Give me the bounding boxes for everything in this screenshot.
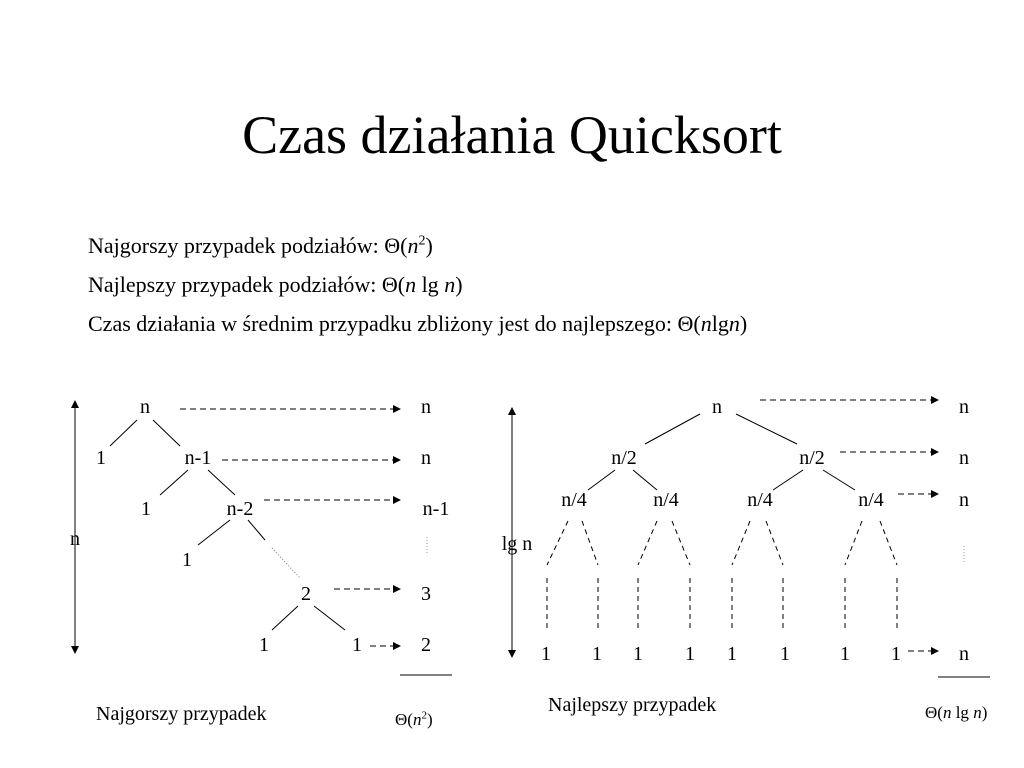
level-cost: n xyxy=(959,489,969,511)
total-suffix: ) xyxy=(981,703,988,722)
level-cost: n xyxy=(959,447,969,469)
tree-node: n-2 xyxy=(226,498,254,520)
slide-title: Czas działania Quicksort xyxy=(242,105,782,165)
tree-leaf: 1 xyxy=(727,643,737,665)
total-arg: n xyxy=(942,703,952,722)
level-cost: n xyxy=(421,396,431,418)
bullet-best-case: Najlepszy przypadek podziałów: Θ(n lg n) xyxy=(88,265,747,304)
tree-node: n/4 xyxy=(561,489,587,511)
total-lg: lg xyxy=(951,703,974,722)
tree-edge xyxy=(152,419,181,447)
tree-node: 1 xyxy=(352,634,362,656)
best-case-total: Θ(n lg n) xyxy=(925,702,987,724)
tree-node: n/2 xyxy=(799,447,825,469)
tree-node: n xyxy=(712,396,722,418)
tree-edge xyxy=(772,469,804,491)
dashed-edge xyxy=(844,520,863,566)
dashed-edge xyxy=(581,520,599,566)
total-prefix: Θ( xyxy=(925,703,943,722)
tree-edge xyxy=(109,419,138,447)
worst-case-total: Θ(n2) xyxy=(395,709,433,731)
tree-leaf: 1 xyxy=(780,643,790,665)
level-cost: 2 xyxy=(421,634,431,656)
tree-leaf: 1 xyxy=(891,643,901,665)
tree-edge xyxy=(197,519,231,546)
tree-node: 2 xyxy=(301,583,311,605)
level-cost: n-1 xyxy=(422,498,450,520)
tree-node: n/4 xyxy=(858,489,884,511)
worst-case-caption: Najgorszy przypadek xyxy=(96,703,267,725)
tree-node: 1 xyxy=(96,447,106,469)
bullet-arg: n xyxy=(444,272,456,297)
bullet-arg: n xyxy=(728,311,740,336)
tree-height-label: lg n xyxy=(501,533,533,555)
tree-node: 1 xyxy=(259,634,269,656)
best-case-tree xyxy=(508,396,990,678)
level-cost: 3 xyxy=(421,583,431,605)
bullet-text: Najlepszy przypadek podziałów: Θ( xyxy=(88,272,406,297)
bullet-exponent: 2 xyxy=(418,233,426,249)
tree-leaf: 1 xyxy=(592,643,602,665)
bullet-lg: lg xyxy=(711,311,729,336)
tree-edge xyxy=(207,469,236,496)
tree-edge xyxy=(313,605,346,631)
bullet-paren: ) xyxy=(425,233,433,258)
bullet-average-case: Czas działania w średnim przypadku zbliż… xyxy=(88,304,747,343)
dashed-edge xyxy=(637,520,658,566)
tree-leaf: 1 xyxy=(685,643,695,665)
tree-height-label: n xyxy=(70,528,80,550)
level-cost: n xyxy=(959,396,969,418)
bullet-lg: lg xyxy=(416,272,445,297)
tree-node: n/4 xyxy=(747,489,773,511)
bullet-text: Najgorszy przypadek podziałów: Θ( xyxy=(88,233,408,258)
best-case-caption: Najlepszy przypadek xyxy=(548,694,717,716)
tree-node: 1 xyxy=(141,498,151,520)
bullet-worst-case: Najgorszy przypadek podziałów: Θ(n2) xyxy=(88,226,747,265)
level-cost: n xyxy=(421,447,431,469)
dashed-edge xyxy=(731,520,751,566)
tree-node: n xyxy=(140,396,150,418)
tree-edge xyxy=(735,413,798,445)
dashed-edge xyxy=(671,520,691,566)
tree-node: n-1 xyxy=(184,447,212,469)
tree-leaf: 1 xyxy=(633,643,643,665)
tree-leaf: 1 xyxy=(840,643,850,665)
tree-node: 1 xyxy=(182,549,192,571)
total-arg: n xyxy=(412,710,422,729)
total-exponent: 2 xyxy=(421,709,427,722)
bullet-paren: ) xyxy=(455,272,463,297)
dashed-edge xyxy=(765,520,784,566)
total-prefix: Θ( xyxy=(395,710,413,729)
bullet-arg: n xyxy=(407,233,419,258)
tree-edge xyxy=(587,469,616,491)
tree-leaf: 1 xyxy=(541,643,551,665)
bullet-arg: n xyxy=(405,272,417,297)
bullet-arg: n xyxy=(700,311,712,336)
tree-edge xyxy=(822,469,856,491)
dashed-edge xyxy=(546,520,569,566)
bullet-text: Czas działania w średnim przypadku zbliż… xyxy=(88,311,701,336)
worst-case-tree xyxy=(71,400,452,676)
tree-edge xyxy=(247,519,266,541)
tree-edge xyxy=(632,469,658,491)
tree-node: n/4 xyxy=(653,489,679,511)
dashed-edge xyxy=(879,520,898,566)
tree-edge-dotted xyxy=(271,547,301,579)
tree-edge xyxy=(644,413,701,445)
tree-edge xyxy=(159,469,189,496)
bullet-list: Najgorszy przypadek podziałów: Θ(n2) Naj… xyxy=(88,226,747,343)
tree-edge xyxy=(271,605,299,631)
total-suffix: ) xyxy=(426,710,433,729)
level-cost: n xyxy=(959,643,969,665)
bullet-paren: ) xyxy=(739,311,748,336)
total-arg: n xyxy=(973,703,982,722)
tree-node: n/2 xyxy=(611,447,637,469)
